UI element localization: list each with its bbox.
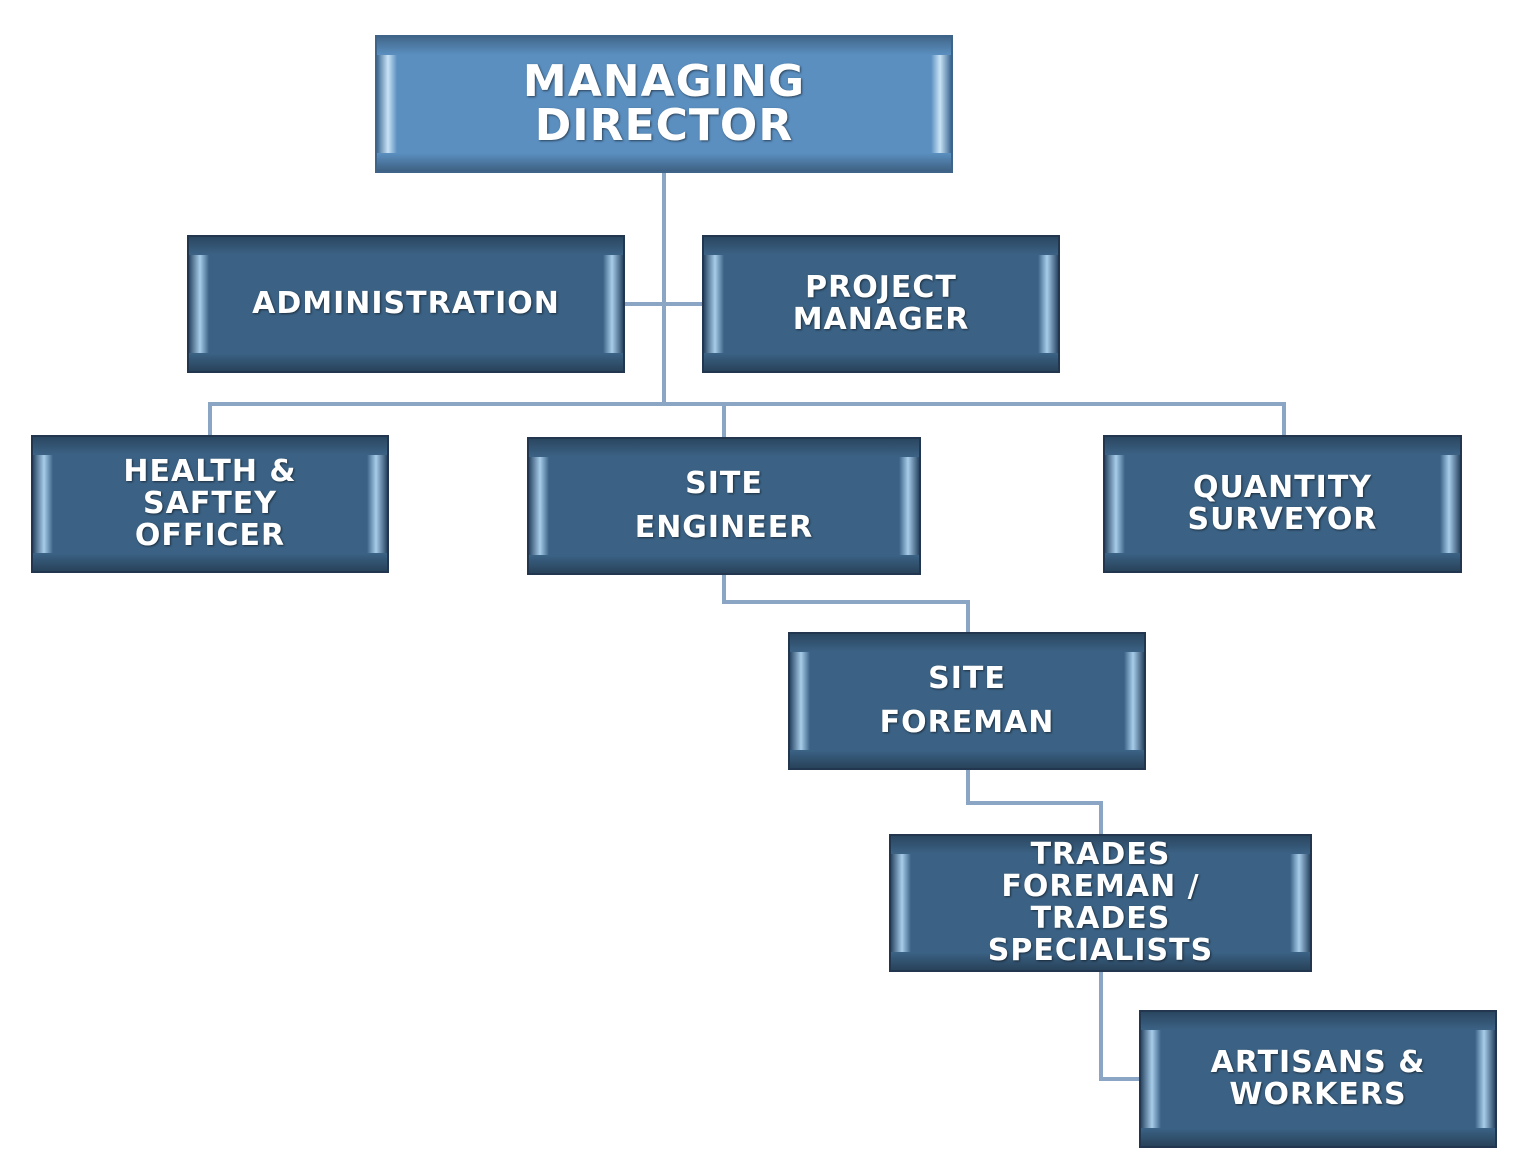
org-box-label-line: HEALTH & — [123, 454, 297, 489]
org-box-label-line: ADMINISTRATION — [252, 286, 560, 321]
org-box-label-line: MANAGER — [792, 302, 970, 337]
org-box-label-line: SURVEYOR — [1187, 502, 1378, 537]
connector-managing-director-to-site-engineer — [664, 402, 726, 437]
connector-managing-director-to-administration — [625, 173, 666, 306]
org-box-site-engineer: SITE ENGINEER — [527, 437, 921, 575]
org-box-label: SITE ENGINEER — [529, 439, 919, 573]
org-box-label-line: OFFICER — [134, 518, 286, 553]
org-box-label-line: SITE — [685, 466, 763, 501]
org-box-label-line: FOREMAN / — [1001, 869, 1200, 904]
org-box-label-line: TRADES — [1030, 901, 1171, 936]
connector-site-engineer-to-site-foreman — [722, 575, 970, 632]
org-box-administration: ADMINISTRATION — [187, 235, 625, 373]
org-box-site-foreman: SITE FOREMAN — [788, 632, 1146, 770]
org-box-label: ARTISANS &WORKERS — [1141, 1012, 1495, 1146]
org-box-label-line: FOREMAN — [879, 705, 1055, 740]
connector-site-foreman-to-trades-foreman — [966, 770, 1103, 834]
org-box-artisans-workers: ARTISANS &WORKERS — [1139, 1010, 1497, 1148]
org-box-label: SITE FOREMAN — [790, 634, 1144, 768]
org-box-label-line: SITE — [928, 661, 1006, 696]
org-box-label: ADMINISTRATION — [189, 237, 623, 371]
org-box-label-line: SPECIALISTS — [987, 933, 1214, 968]
org-box-label-line: SAFTEY — [143, 486, 277, 521]
connector-managing-director-to-health-safety-officer — [208, 304, 666, 435]
connector-trades-foreman-to-artisans-workers — [1099, 972, 1139, 1081]
org-box-label-line: DIRECTOR — [534, 100, 794, 151]
connector-managing-director-to-quantity-surveyor — [724, 402, 1286, 435]
org-box-label-line: PROJECT — [805, 270, 957, 305]
org-box-label-line: MANAGING — [522, 56, 806, 107]
org-box-label-line: TRADES — [1030, 837, 1171, 872]
org-box-label-line: QUANTITY — [1192, 470, 1373, 505]
org-box-label-line: WORKERS — [1229, 1077, 1407, 1112]
org-box-label-line: ARTISANS & — [1210, 1045, 1426, 1080]
org-box-label-line: ENGINEER — [634, 510, 814, 545]
